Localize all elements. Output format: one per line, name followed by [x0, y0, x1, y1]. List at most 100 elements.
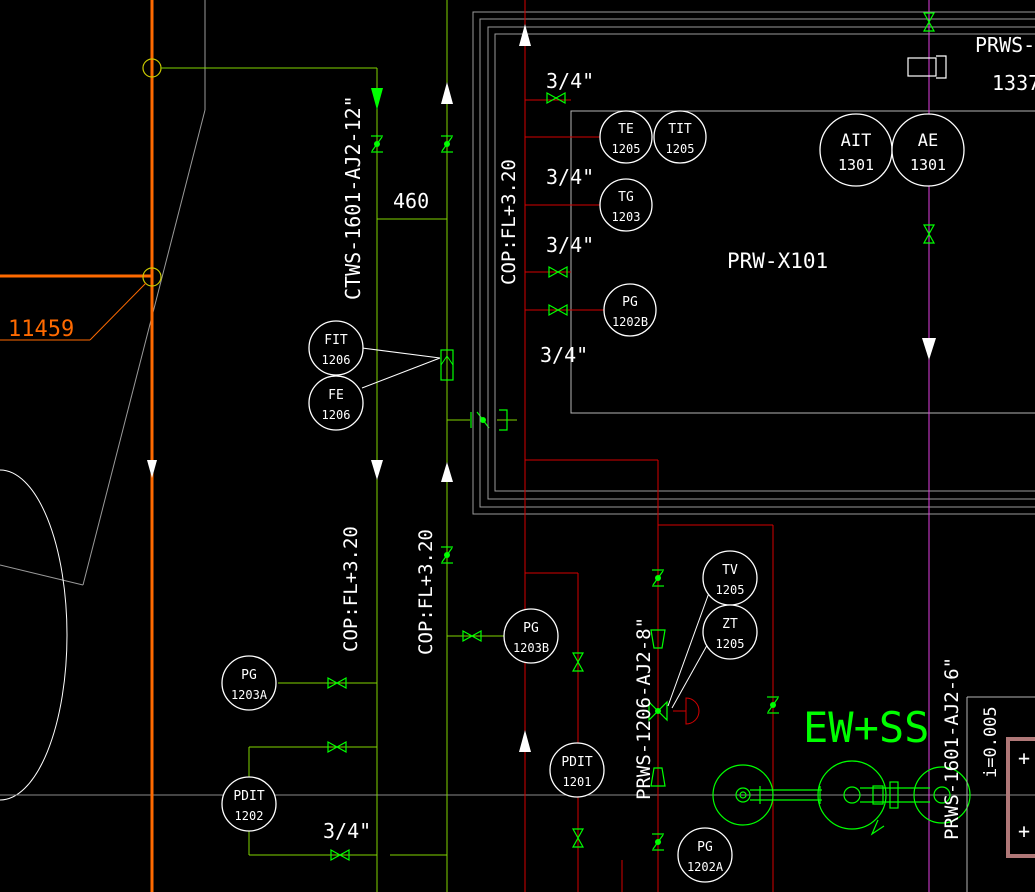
- instrument-number: 1206: [322, 408, 351, 422]
- instrument-bubble: [599, 178, 653, 232]
- instrument-tag: FIT: [324, 333, 348, 348]
- instrument-tag: FE: [328, 388, 344, 403]
- red-pipe-flow-arrow-up-2: [519, 730, 531, 752]
- orange-pipe-flow-arrow: [147, 460, 157, 478]
- instrument-pg-1203b[interactable]: PG 1203B: [503, 608, 559, 664]
- instrument-pg-1202b[interactable]: PG 1202B: [603, 283, 657, 337]
- slope-label: i=0.005: [981, 706, 1001, 778]
- instrument-ae-1301[interactable]: AE 1301: [891, 113, 965, 187]
- ctws-flow-arrow-down: [371, 88, 383, 110]
- instrument-te-1205[interactable]: TE 1205: [599, 110, 653, 164]
- instrument-number: 1202: [235, 809, 264, 823]
- instrument-number: 1201: [563, 775, 592, 789]
- instrument-tag: PDIT: [561, 755, 592, 770]
- instrument-number: 1301: [910, 156, 946, 174]
- instrument-tag: ZT: [722, 617, 738, 632]
- top-right-partial-number: 1337: [992, 71, 1035, 95]
- green-pipes: [161, 0, 517, 892]
- instrument-tag: TE: [618, 122, 634, 137]
- instrument-number: 1203: [612, 210, 641, 224]
- fe-leader: [361, 357, 441, 389]
- instrument-bubble: [221, 776, 277, 832]
- instrument-tag: TG: [618, 190, 634, 205]
- instrument-bubble: [677, 827, 733, 883]
- plus-sign-1: +: [1018, 746, 1030, 770]
- instrument-bubble: [603, 283, 657, 337]
- zt-leader: [671, 639, 711, 709]
- pump-assembly: [712, 760, 971, 836]
- instrument-tag: AE: [918, 131, 938, 151]
- instrument-tag: PG: [523, 621, 539, 636]
- instrument-pdit-1202[interactable]: PDIT 1202: [221, 776, 277, 832]
- instrument-bubble: [653, 110, 707, 164]
- line-prws-1206-label: PRWS-1206-AJ2-8": [633, 617, 655, 800]
- instrument-tag: PG: [622, 295, 638, 310]
- instrument-pg-1202a[interactable]: PG 1202A: [677, 827, 733, 883]
- top-right-partial-tag: PRWS-: [975, 33, 1035, 57]
- dimension-460: 460: [393, 189, 429, 213]
- instrument-pg-1203a[interactable]: PG 1203A: [221, 655, 277, 711]
- instrument-number: 1205: [666, 142, 695, 156]
- instrument-tag: PG: [241, 668, 257, 683]
- instrument-bubble: [221, 655, 277, 711]
- instrument-ait-1301[interactable]: AIT 1301: [819, 113, 893, 187]
- magenta-flow-arrow-down: [922, 338, 936, 360]
- instrument-pdit-1201[interactable]: PDIT 1201: [549, 742, 605, 798]
- instrument-bubble: [308, 375, 364, 431]
- dimension-11459: 11459: [8, 317, 74, 342]
- instrument-tag: PDIT: [233, 789, 264, 804]
- instrument-bubbles: TE1205TIT1205TG1203PG1202BAIT1301AE1301F…: [221, 110, 965, 883]
- right-edge-frame: [1006, 737, 1035, 858]
- instrument-tag: TV: [722, 563, 738, 578]
- left-structure: [0, 0, 206, 801]
- instrument-bubble: [308, 320, 364, 376]
- plus-sign-2: +: [1018, 819, 1030, 843]
- red-pipe-valves: [546, 92, 780, 851]
- instrument-number: 1203B: [513, 641, 549, 655]
- instrument-bubble: [549, 742, 605, 798]
- instrument-tit-1205[interactable]: TIT 1205: [653, 110, 707, 164]
- instrument-bubble: [503, 608, 559, 664]
- elevation-label-2: COP:FL+3.20: [340, 526, 362, 652]
- instrument-tag: AIT: [841, 131, 872, 151]
- return-flow-arrow-up-1: [441, 82, 453, 104]
- orange-pipe: [0, 0, 162, 892]
- red-pipe-flow-arrow-up-1: [519, 24, 531, 46]
- instrument-tg-1203[interactable]: TG 1203: [599, 178, 653, 232]
- instrument-number: 1206: [322, 353, 351, 367]
- instrument-number: 1202B: [612, 315, 648, 329]
- flow-element-glyph: [440, 355, 454, 366]
- line-ctws-label: CTWS-1601-AJ2-12": [341, 95, 365, 300]
- return-flow-arrow-up-2: [441, 462, 453, 482]
- instrument-bubble: [891, 113, 965, 187]
- instrument-number: 1205: [612, 142, 641, 156]
- instrument-number: 1301: [838, 156, 874, 174]
- line-prws-1601-label: PRWS-1601-AJ2-6": [941, 657, 963, 840]
- elevation-label-3: COP:FL+3.20: [415, 529, 437, 655]
- area-label: EW+SS: [803, 703, 929, 752]
- equipment-tag: PRW-X101: [727, 249, 828, 273]
- equipment-frames: [472, 11, 1035, 515]
- instrument-fit-1206[interactable]: FIT 1206: [308, 320, 364, 376]
- instrument-bubble: [702, 604, 758, 660]
- tv-leader: [667, 589, 711, 707]
- instrument-number: 1203A: [231, 688, 268, 702]
- instrument-bubble: [599, 110, 653, 164]
- size-label-1: 3/4": [546, 69, 594, 93]
- size-label-2: 3/4": [546, 165, 594, 189]
- instrument-fe-1206[interactable]: FE 1206: [308, 375, 364, 431]
- size-label-3: 3/4": [546, 233, 594, 257]
- instrument-number: 1202A: [687, 860, 724, 874]
- ctws-flow-arrow-down-2: [371, 460, 383, 480]
- plug-symbol: [907, 55, 947, 79]
- instrument-tag: TIT: [668, 122, 692, 137]
- elevation-label-1: COP:FL+3.20: [498, 159, 520, 285]
- size-label-5: 3/4": [323, 819, 371, 843]
- fit-leader: [361, 347, 441, 359]
- instrument-zt-1205[interactable]: ZT 1205: [702, 604, 758, 660]
- green-valves: [327, 135, 508, 861]
- instrument-number: 1205: [716, 637, 745, 651]
- instrument-tag: PG: [697, 840, 713, 855]
